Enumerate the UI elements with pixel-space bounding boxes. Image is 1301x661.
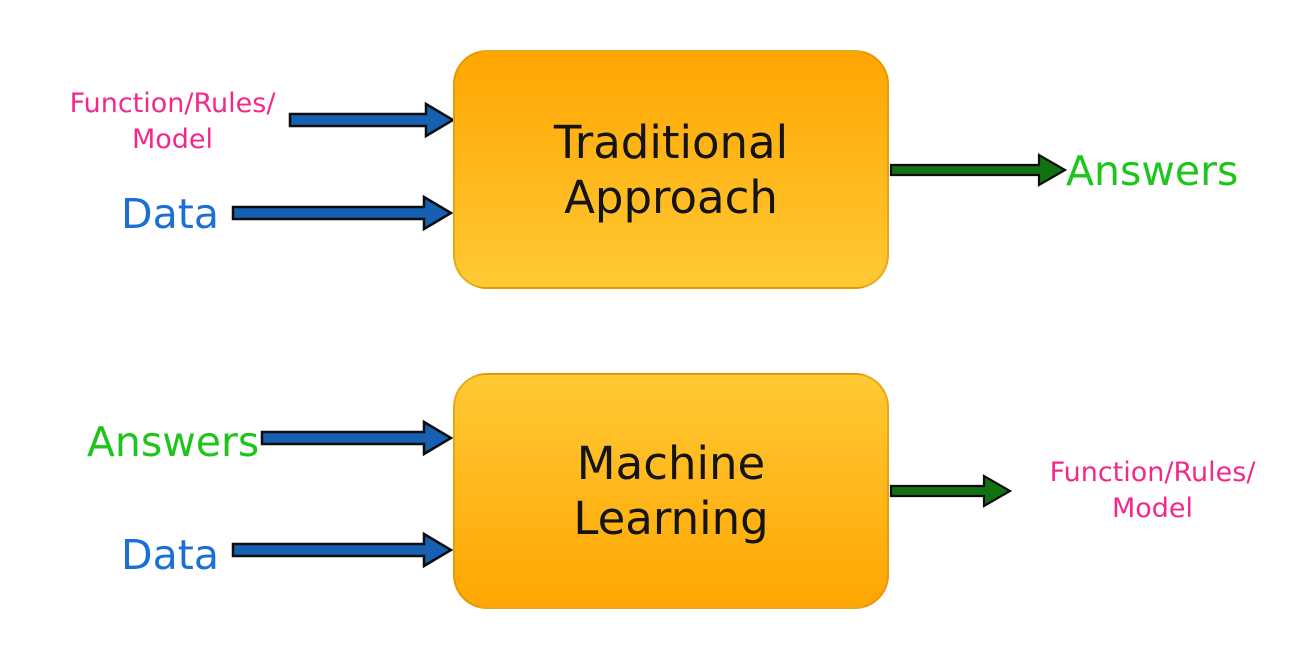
data-label-bottom-input: Data [121, 531, 219, 579]
green-arrow-shape [889, 153, 1067, 187]
green-arrow-icon-bottom-output [889, 474, 1012, 508]
answers-label-bottom-input: Answers [86, 418, 260, 466]
data-label-top-input: Data [121, 190, 219, 238]
blue-arrow-shape [260, 419, 453, 457]
green-arrow-icon-top-output [889, 153, 1067, 187]
answers-label-top-output: Answers [1066, 147, 1239, 195]
blue-arrow-icon-bottom-input2 [231, 531, 453, 569]
machine-learning-box: Machine Learning [453, 373, 889, 609]
green-arrow-shape [889, 474, 1012, 508]
blue-arrow-icon-bottom-input1 [260, 419, 453, 457]
traditional-approach-box: Traditional Approach [453, 50, 889, 289]
blue-arrow-shape [288, 101, 455, 139]
blue-arrow-icon-top-input1 [288, 101, 455, 139]
blue-arrow-shape [231, 194, 453, 232]
function-rules-model-label-bottom-output: Function/Rules/ Model [1049, 457, 1256, 524]
blue-arrow-shape [231, 531, 453, 569]
function-rules-model-label-top-input: Function/Rules/ Model [69, 88, 276, 155]
blue-arrow-icon-top-input2 [231, 194, 453, 232]
